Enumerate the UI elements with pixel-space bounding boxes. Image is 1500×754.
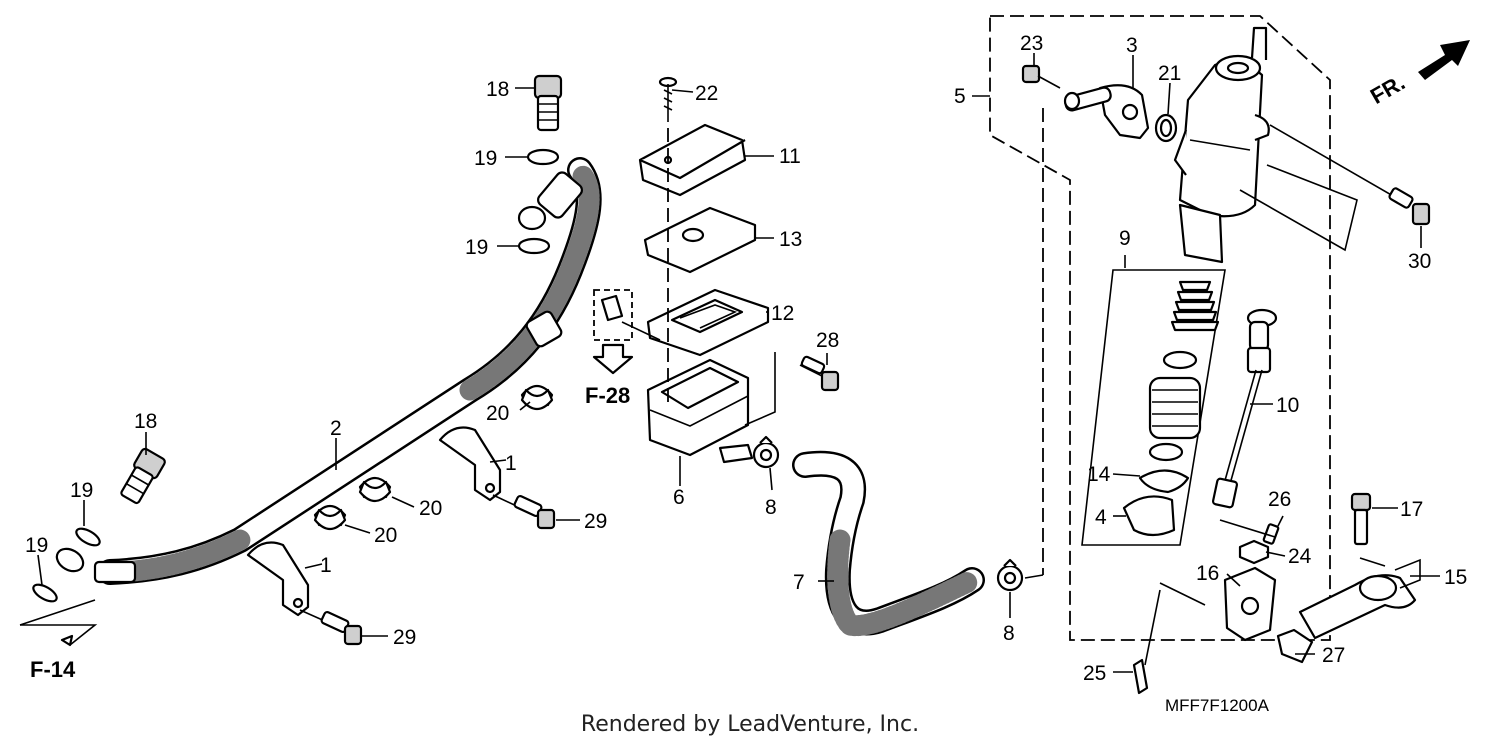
callout-number: 21 bbox=[1158, 62, 1181, 85]
callout-number: 23 bbox=[1020, 32, 1043, 55]
callout-number: 7 bbox=[793, 571, 805, 594]
fr-label: FR. bbox=[1366, 70, 1409, 109]
callout-number: 18 bbox=[134, 410, 157, 433]
callout-number: 12 bbox=[771, 302, 794, 325]
callout-number: 16 bbox=[1196, 562, 1219, 585]
hose-clip bbox=[996, 558, 1024, 592]
screw-22 bbox=[658, 76, 678, 122]
sealing-washer bbox=[75, 527, 101, 547]
inlet-joint bbox=[1063, 84, 1150, 140]
callout-number: 8 bbox=[1003, 622, 1015, 645]
callout-number: 28 bbox=[816, 329, 839, 352]
callout-number: 5 bbox=[954, 85, 966, 108]
cotter-pin bbox=[1132, 658, 1149, 695]
callout-number: 11 bbox=[779, 145, 801, 168]
callout-number: 10 bbox=[1276, 394, 1299, 417]
mounting-bolt bbox=[1269, 124, 1431, 226]
callout-number: 2 bbox=[330, 417, 342, 440]
bolt bbox=[1350, 492, 1372, 546]
circlip bbox=[1138, 469, 1190, 494]
joint-arm bbox=[1298, 557, 1421, 640]
cap bbox=[1276, 628, 1314, 664]
callout-number: 13 bbox=[779, 228, 802, 251]
diagram-code: MFF7F1200A bbox=[1165, 696, 1269, 715]
callout-labels: 1 1 2 3 4 5 6 7 8 8 9 10 11 12 13 14 15 … bbox=[25, 32, 1467, 685]
hose-guide bbox=[246, 541, 310, 617]
credit-text: Rendered by LeadVenture, Inc. bbox=[580, 712, 920, 737]
callout-number: 17 bbox=[1400, 498, 1423, 521]
hose-clip bbox=[752, 435, 780, 469]
callout-number: 15 bbox=[1444, 566, 1467, 589]
callout-number: 24 bbox=[1288, 545, 1312, 568]
leader-lines bbox=[19, 53, 1440, 673]
banjo-bolt-lower bbox=[120, 447, 166, 505]
callout-number: 20 bbox=[419, 497, 442, 520]
callout-number: 20 bbox=[374, 524, 397, 547]
reservoir bbox=[646, 358, 754, 464]
flange-bolt bbox=[492, 494, 556, 530]
bolt bbox=[799, 355, 840, 392]
banjo-fitting bbox=[517, 205, 547, 231]
callout-number: 30 bbox=[1408, 250, 1431, 273]
sealing-washer bbox=[526, 148, 560, 166]
ref-f28[interactable]: F-28 bbox=[585, 383, 630, 408]
callout-number: 19 bbox=[465, 236, 488, 259]
callout-number: 4 bbox=[1095, 506, 1107, 529]
callout-number: 14 bbox=[1087, 463, 1111, 486]
master-cylinder bbox=[1173, 26, 1270, 264]
flange-bolt bbox=[299, 609, 363, 646]
push-rod bbox=[1211, 308, 1278, 509]
callout-number: 29 bbox=[584, 510, 607, 533]
callout-number: 20 bbox=[486, 402, 509, 425]
callout-number: 8 bbox=[765, 496, 777, 519]
callout-number: 19 bbox=[25, 534, 48, 557]
callout-number: 25 bbox=[1083, 662, 1106, 685]
brake-hose bbox=[93, 157, 602, 585]
nut bbox=[1238, 539, 1270, 565]
hose-guide bbox=[438, 426, 502, 502]
callout-number: 18 bbox=[486, 78, 509, 101]
callout-number: 1 bbox=[505, 452, 517, 475]
diaphragm-plate bbox=[643, 206, 757, 274]
clevis bbox=[1223, 566, 1277, 642]
ref-f14[interactable]: F-14 bbox=[30, 657, 76, 682]
reference-arrow-icon bbox=[592, 343, 634, 375]
diaphragm bbox=[646, 288, 770, 357]
hose-clamp bbox=[520, 384, 554, 411]
callout-number: 6 bbox=[673, 486, 685, 509]
banjo-fitting bbox=[55, 547, 85, 573]
piston-kit bbox=[1148, 280, 1220, 462]
boot bbox=[1122, 495, 1176, 537]
hose-clamp bbox=[313, 504, 347, 531]
callout-number: 1 bbox=[320, 554, 332, 577]
sealing-washer bbox=[32, 583, 58, 603]
front-direction-arrow-icon bbox=[1418, 40, 1470, 80]
callout-number: 27 bbox=[1322, 644, 1345, 667]
callout-number: 29 bbox=[393, 626, 416, 649]
sealing-washer bbox=[517, 237, 551, 255]
callout-number: 26 bbox=[1268, 488, 1291, 511]
callout-number: 9 bbox=[1119, 227, 1131, 250]
hose-clamp bbox=[358, 476, 392, 503]
callout-number: 22 bbox=[695, 82, 718, 105]
banjo-bolt-upper bbox=[533, 74, 563, 132]
reservoir-cap bbox=[638, 123, 747, 197]
callout-number: 19 bbox=[70, 479, 93, 502]
screw bbox=[1021, 64, 1061, 89]
reservoir-hose bbox=[792, 450, 985, 637]
callout-number: 19 bbox=[474, 147, 497, 170]
pin bbox=[1262, 523, 1280, 545]
callout-number: 3 bbox=[1126, 34, 1138, 57]
